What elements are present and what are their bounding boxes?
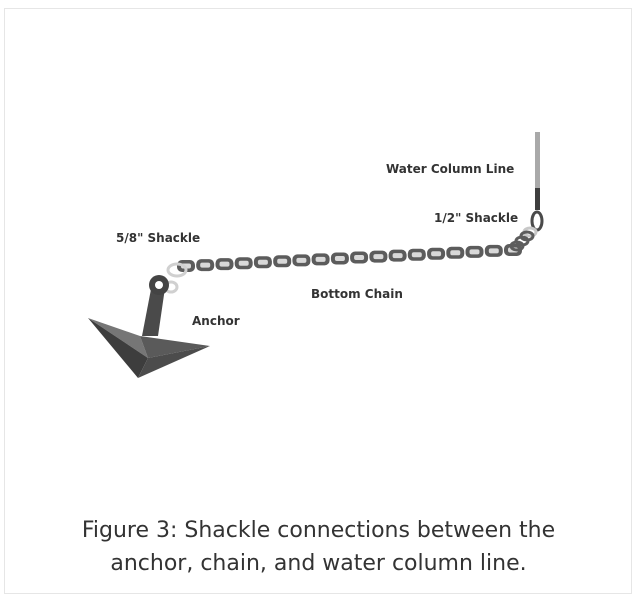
caption-line-1: Figure 3: Shackle connections between th… bbox=[81, 518, 556, 543]
label-anchor: Anchor bbox=[192, 314, 240, 328]
label-water-column-line: Water Column Line bbox=[386, 162, 514, 176]
chain-link-hole bbox=[296, 257, 307, 263]
chain-link-hole bbox=[277, 258, 288, 264]
caption-line-2: anchor, chain, and water column line. bbox=[110, 551, 527, 576]
chain-link-hole bbox=[315, 256, 326, 262]
chain-link-hole bbox=[200, 262, 211, 268]
chain-link-hole bbox=[488, 248, 499, 254]
chain-link-hole bbox=[238, 260, 249, 266]
chain-link-hole bbox=[373, 254, 384, 260]
chain-link-hole bbox=[354, 255, 365, 260]
chain-link-hole bbox=[392, 253, 403, 259]
chain-link-hole bbox=[257, 259, 268, 265]
chain-link-hole bbox=[469, 249, 480, 255]
chain-link bbox=[519, 230, 535, 242]
figure-caption: Figure 3: Shackle connections between th… bbox=[10, 514, 627, 580]
chain-link-hole bbox=[431, 251, 442, 257]
chain-link-hole bbox=[219, 261, 230, 267]
chain-link-hole bbox=[411, 252, 422, 258]
anchor bbox=[88, 275, 210, 378]
label-bottom-chain: Bottom Chain bbox=[311, 287, 403, 301]
label-five-eighths-shackle: 5/8" Shackle bbox=[116, 231, 200, 245]
chain-link-hole bbox=[334, 256, 345, 261]
label-half-inch-shackle: 1/2" Shackle bbox=[434, 211, 518, 225]
figure-card bbox=[4, 8, 632, 594]
chain-link-hole bbox=[450, 250, 461, 256]
bottom-chain bbox=[177, 230, 535, 272]
water-column-line bbox=[535, 132, 540, 210]
